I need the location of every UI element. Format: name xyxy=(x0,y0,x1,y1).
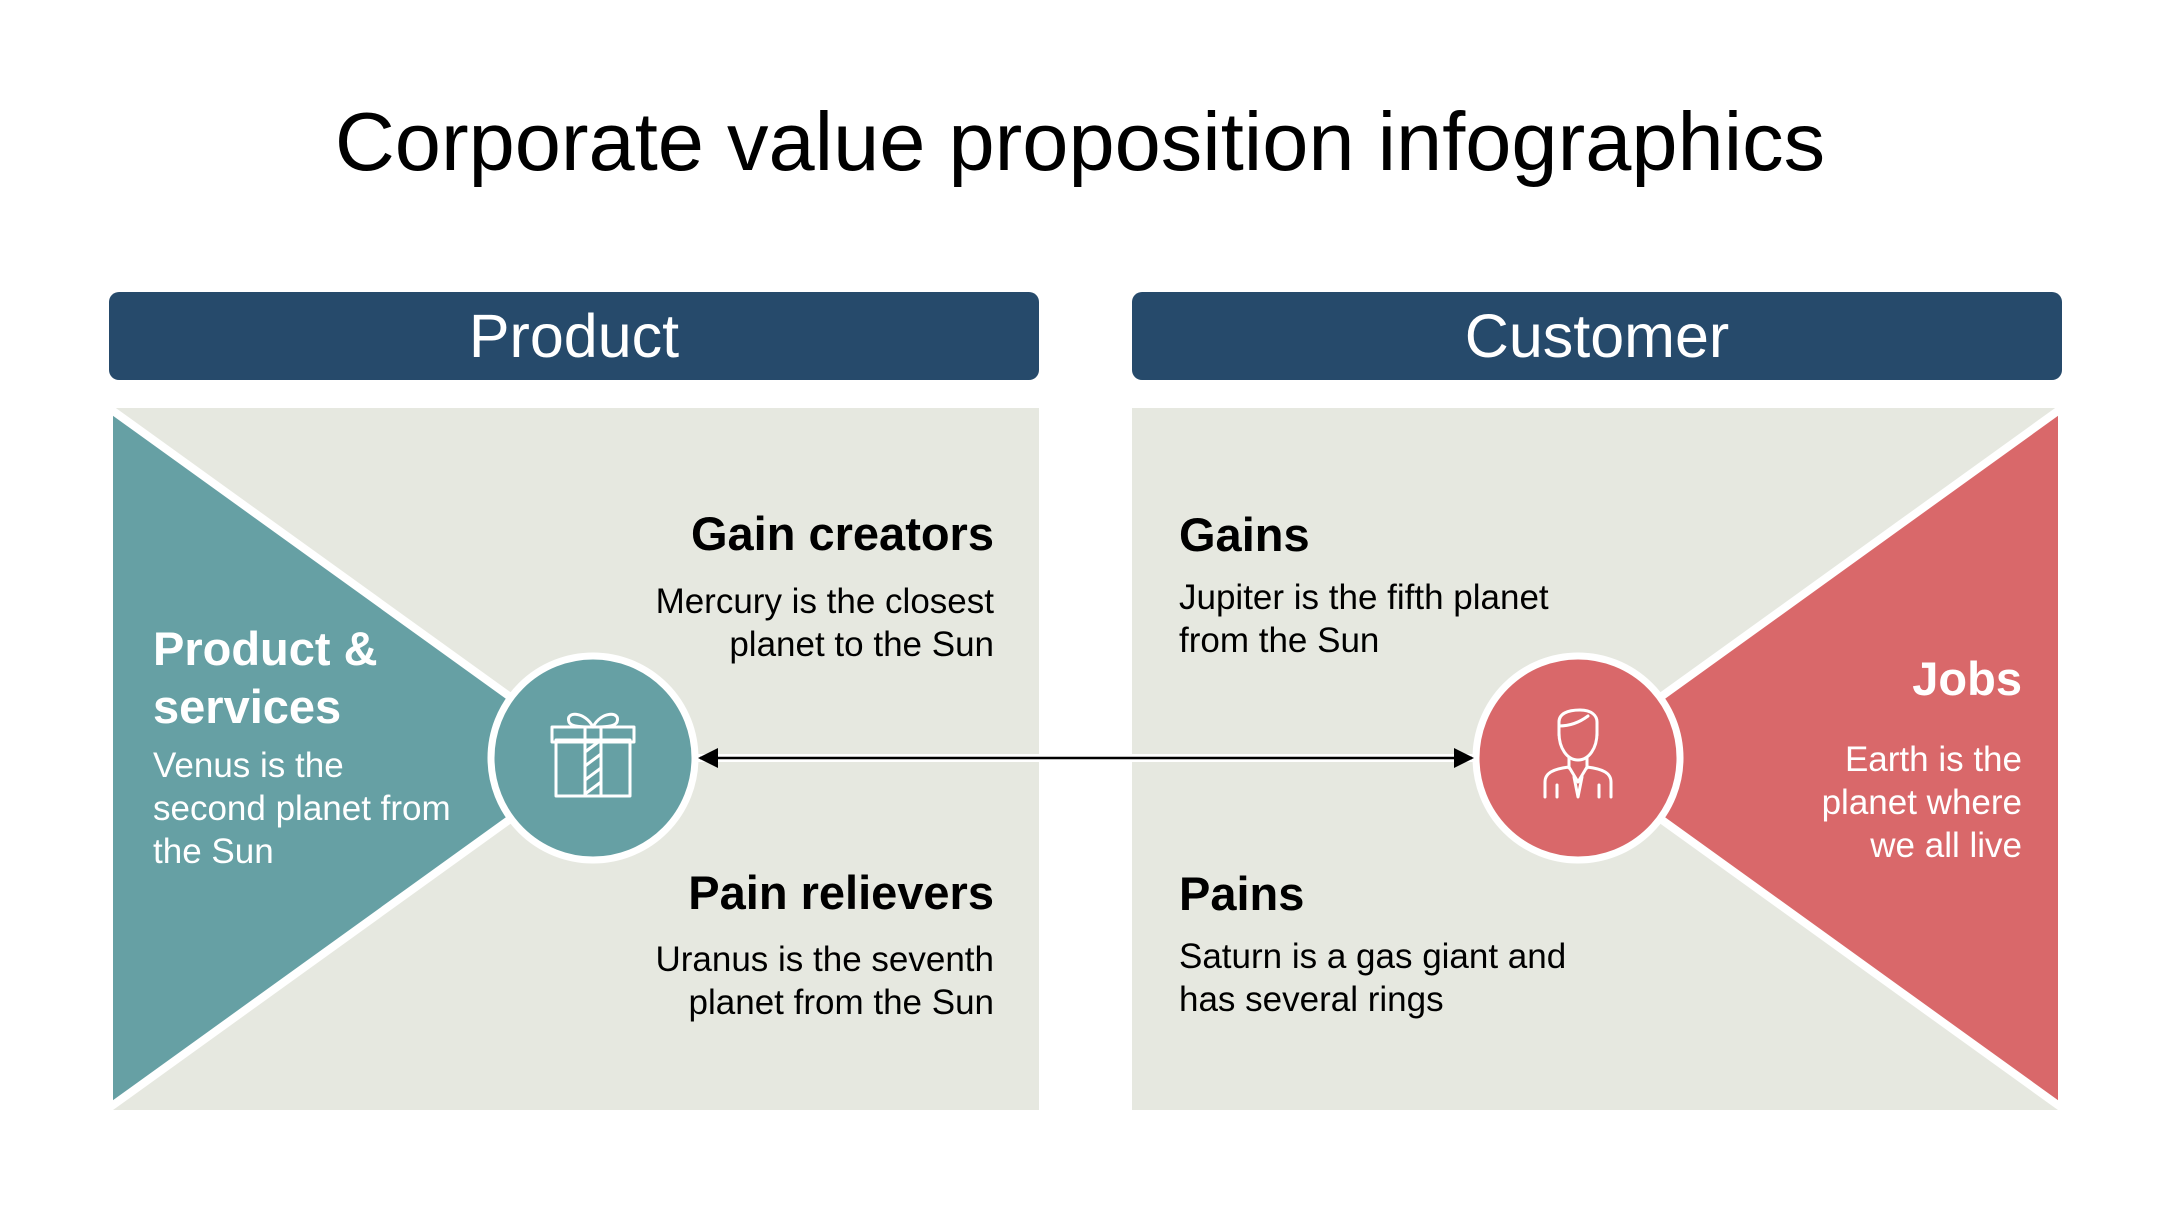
product-services-heading: Product & services xyxy=(153,622,378,733)
person-icon xyxy=(1543,708,1613,799)
jobs-text: Earth is the planet where we all live xyxy=(1821,740,2022,865)
product-header: Product xyxy=(109,292,1039,380)
pain-relievers-heading: Pain relievers xyxy=(688,866,994,919)
gains-heading: Gains xyxy=(1179,508,1310,561)
gain-creators-block: Gain creators xyxy=(620,505,994,563)
product-services-text: Venus is the second planet from the Sun xyxy=(153,746,451,871)
product-circle xyxy=(487,652,699,864)
gain-creators-heading: Gain creators xyxy=(690,507,994,560)
jobs-heading: Jobs xyxy=(1912,652,2022,705)
jobs-block: Jobs Earth is the planet where we all li… xyxy=(1800,650,2022,867)
product-services-block: Product & services Venus is the second p… xyxy=(153,620,453,873)
gift-icon xyxy=(550,712,636,798)
page-title: Corporate value proposition infographics xyxy=(334,95,1826,188)
gains-text: Jupiter is the fifth planet from the Sun xyxy=(1179,578,1549,660)
customer-header: Customer xyxy=(1132,292,2062,380)
pain-relievers-block: Pain relievers xyxy=(620,864,994,922)
customer-header-label: Customer xyxy=(1464,302,1730,370)
pains-block: Pains Saturn is a gas giant and has seve… xyxy=(1179,865,1599,1021)
product-header-label: Product xyxy=(468,302,680,370)
product-triangle xyxy=(105,400,602,1116)
customer-circle xyxy=(1472,652,1684,864)
customer-triangle xyxy=(1569,400,2066,1116)
pains-heading: Pains xyxy=(1179,867,1305,920)
gain-creators-text: Mercury is the closest planet to the Sun xyxy=(655,582,994,664)
pain-relievers-text: Uranus is the seventh planet from the Su… xyxy=(655,940,994,1022)
pains-text: Saturn is a gas giant and has several ri… xyxy=(1179,937,1567,1019)
gains-block: Gains Jupiter is the fifth planet from t… xyxy=(1179,506,1599,662)
